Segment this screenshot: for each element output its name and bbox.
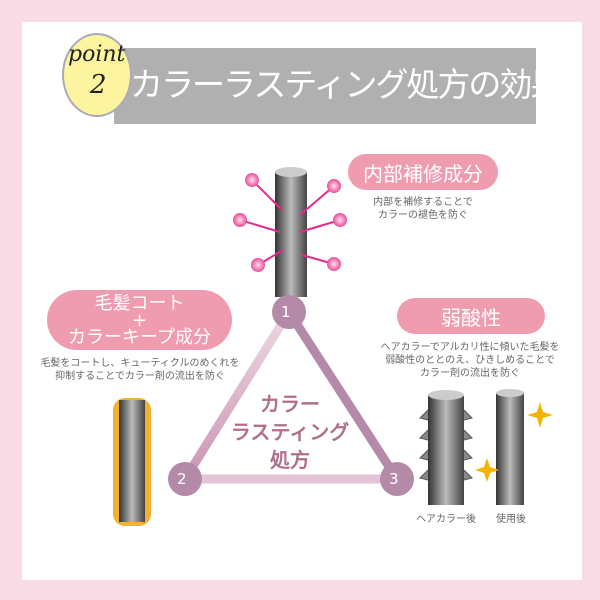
sparkle-icon bbox=[475, 402, 553, 482]
title-banner bbox=[114, 48, 536, 124]
vertex-number-2: 2 bbox=[177, 470, 187, 488]
triangle-edge-right bbox=[285, 309, 401, 482]
vertex-markers bbox=[168, 295, 414, 496]
hair-strand-coated bbox=[113, 398, 151, 526]
hair-strand-repair bbox=[275, 167, 307, 297]
feature-label-repair: 内部補修成分 bbox=[348, 154, 498, 190]
vertex-number-1: 1 bbox=[281, 303, 291, 321]
label-after-use: 使用後 bbox=[496, 514, 526, 525]
feature-desc-coat: 毛髪をコートし、キューティクルのめくれを抑制することでカラー剤の流出を防ぐ bbox=[40, 358, 240, 382]
feature-desc-acidic: ヘアカラーでアルカリ性に傾いた毛髪を弱酸性のととのえ、ひきしめることでカラー剤の… bbox=[380, 342, 560, 379]
label-after-color: ヘアカラー後 bbox=[416, 514, 476, 525]
page-title: カラーラスティング処方の効果 bbox=[130, 65, 563, 104]
point-badge-word: point bbox=[68, 42, 126, 67]
point-badge-number: 2 bbox=[90, 70, 107, 100]
feature-desc-repair: 内部を補修することでカラーの褪色を防ぐ bbox=[373, 197, 473, 221]
feature-label-acidic: 弱酸性 bbox=[397, 298, 545, 334]
triangle-edge-left bbox=[181, 309, 293, 482]
feature-label-coat: 毛髪コート+カラーキープ成分 bbox=[47, 290, 232, 350]
triangle bbox=[181, 309, 401, 484]
hair-strand-healthy bbox=[496, 389, 524, 505]
vertex-number-3: 3 bbox=[389, 470, 399, 488]
point-badge bbox=[62, 33, 132, 117]
repair-particles bbox=[233, 173, 347, 272]
center-label: カラーラスティング処方 bbox=[230, 392, 350, 472]
hair-strand-damaged bbox=[419, 390, 473, 505]
